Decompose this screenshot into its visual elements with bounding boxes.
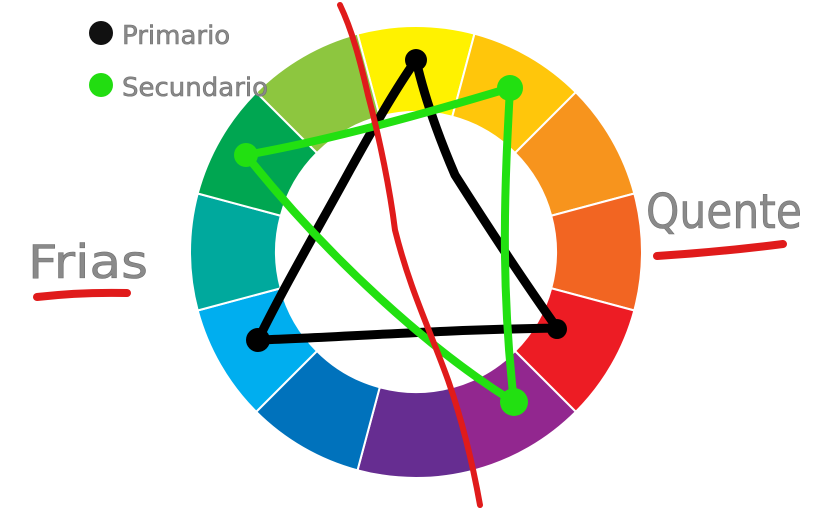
legend-secondary-marker bbox=[89, 73, 113, 97]
warm-cool-divider-line bbox=[337, 2, 483, 508]
primary-triangle-outline bbox=[253, 55, 562, 345]
legend: Primario Secundario bbox=[89, 21, 268, 103]
secondary-vertex-orange bbox=[497, 75, 523, 101]
cool-colors-underline bbox=[33, 288, 131, 301]
primary-vertex-yellow bbox=[405, 49, 427, 71]
warm-colors-label: Quente bbox=[646, 184, 802, 240]
legend-primary-marker bbox=[89, 21, 113, 45]
secondary-triangle bbox=[234, 75, 528, 416]
warm-colors-annotation: Quente bbox=[646, 184, 802, 260]
cool-colors-label: Frias bbox=[28, 235, 148, 289]
primary-triangle bbox=[246, 49, 567, 352]
primary-vertex-blue bbox=[246, 328, 270, 352]
secondary-vertex-purple bbox=[500, 388, 528, 416]
cool-colors-annotation: Frias bbox=[28, 235, 148, 301]
legend-secondary-label: Secundario bbox=[122, 73, 268, 103]
legend-primary-label: Primario bbox=[122, 21, 230, 51]
secondary-vertex-green bbox=[234, 143, 258, 167]
secondary-triangle-outline bbox=[242, 84, 518, 406]
warm-colors-underline bbox=[653, 240, 787, 260]
primary-vertex-red bbox=[547, 319, 567, 339]
